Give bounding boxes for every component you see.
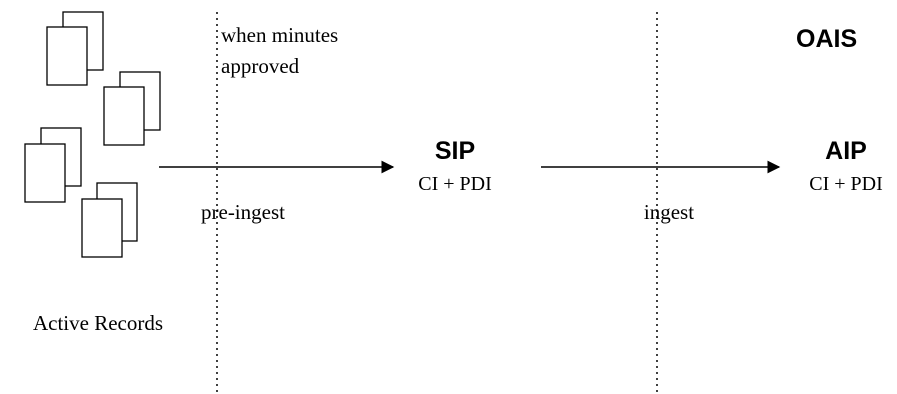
active-records-label: Active Records (33, 311, 163, 335)
oais-label: OAIS (796, 25, 857, 53)
record-stack-icon-2 (103, 71, 161, 146)
sip-subtitle: CI + PDI (418, 173, 492, 195)
minutes-annotation-line1: when minutes (221, 23, 338, 47)
record-stack-icon-3 (24, 127, 82, 203)
sip-title: SIP (435, 137, 475, 165)
minutes-annotation-line2: approved (221, 54, 300, 78)
ingest-label: ingest (644, 200, 694, 224)
aip-subtitle: CI + PDI (809, 173, 883, 195)
record-stack-icon-1 (46, 11, 104, 86)
pre-ingest-label: pre-ingest (201, 200, 285, 224)
aip-title: AIP (825, 137, 867, 165)
record-stack-icon-4 (81, 182, 138, 258)
